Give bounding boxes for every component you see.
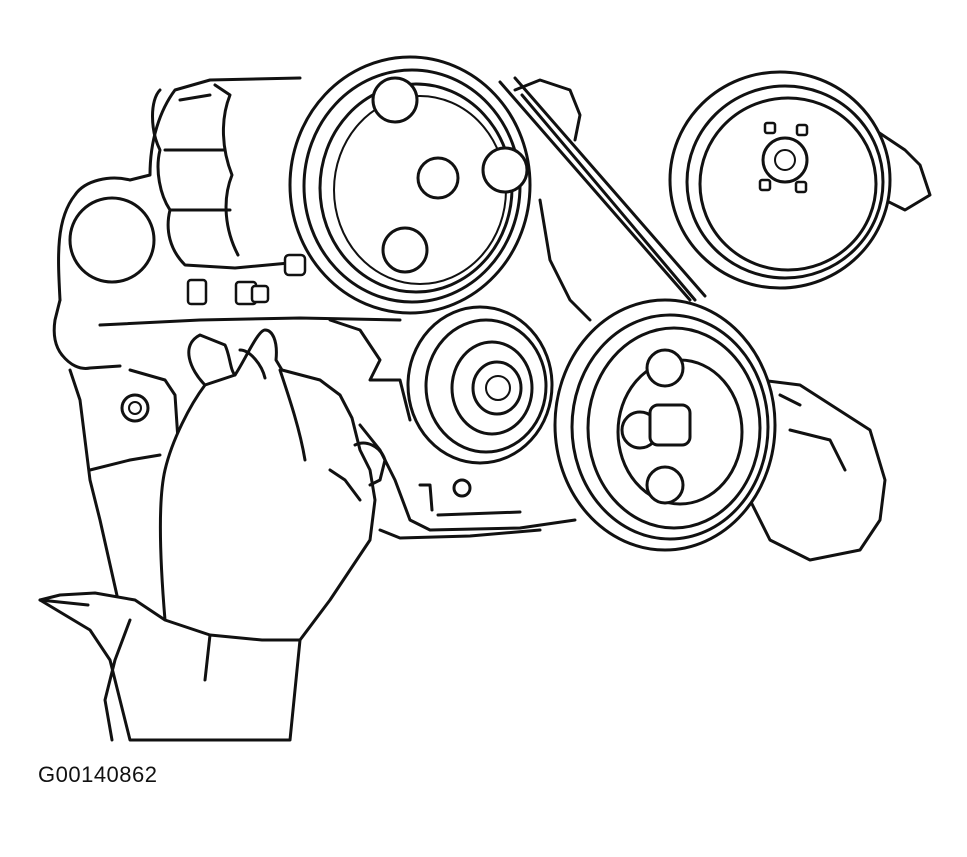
engine-block [52, 76, 592, 602]
steering-pump-pulley [668, 70, 932, 290]
figure-code: G00140862 [38, 762, 158, 787]
compressor-pulley [288, 55, 532, 315]
idler-pulley [406, 305, 554, 465]
drive-belt [498, 76, 707, 302]
compressor-body [151, 83, 307, 306]
sleeve [38, 591, 302, 742]
hand [158, 328, 387, 641]
crankshaft-pulley [553, 298, 777, 552]
